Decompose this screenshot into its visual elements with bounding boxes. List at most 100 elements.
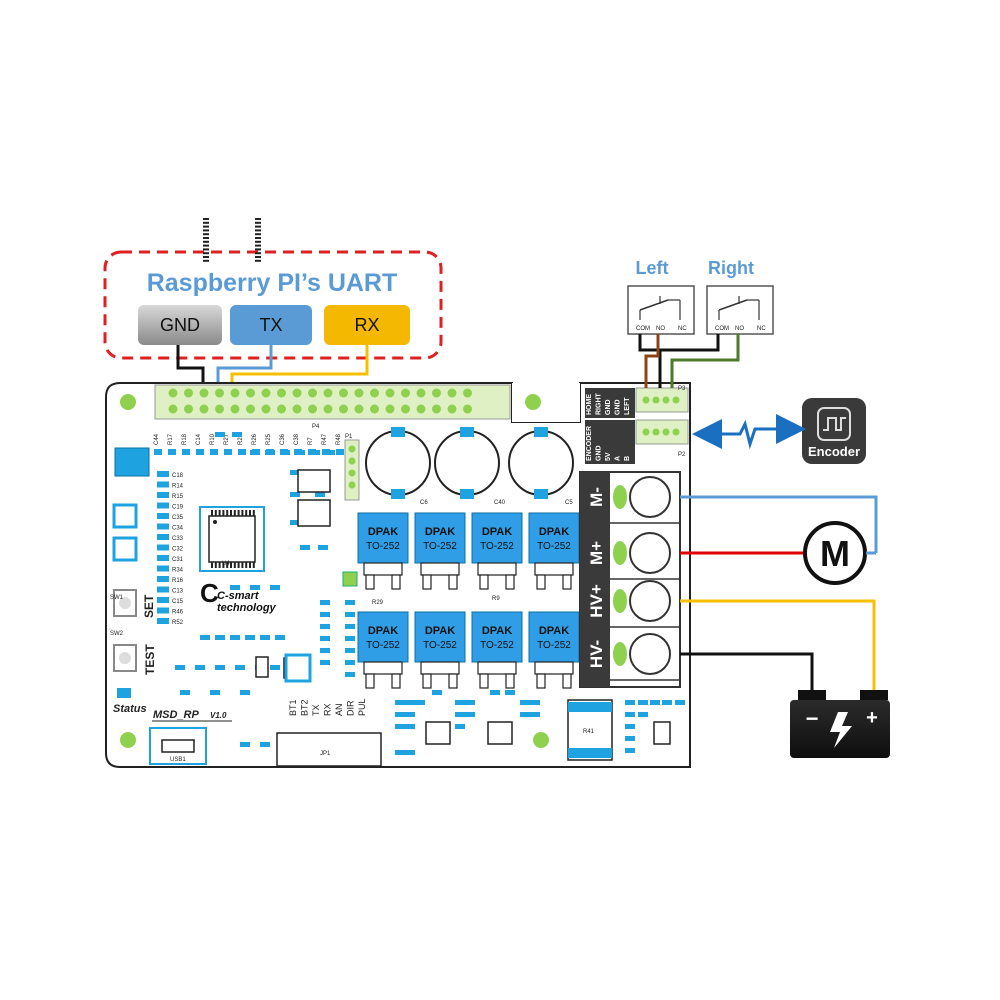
jp1-connector: [276, 732, 382, 767]
smd-pad: [650, 700, 660, 705]
smd-pad: [520, 700, 530, 705]
left-ref-pad: [157, 523, 169, 530]
smd-pad: [235, 665, 245, 670]
gpio-pin: [199, 388, 209, 398]
mosfet-package: DPAK: [425, 625, 455, 637]
gpio-pin: [401, 388, 410, 398]
gpio-pin: [246, 404, 255, 414]
brand-logo: C C-smart technology: [200, 578, 277, 614]
mosfet-dpak: DPAK TO-252: [414, 611, 466, 689]
rx-pin-box: [324, 305, 410, 345]
limit-pin-label: HOME: [586, 394, 593, 415]
sw-ic-2: [112, 536, 138, 562]
mosfet-package: DPAK: [482, 526, 512, 538]
smd-pad: [345, 612, 355, 617]
io-pin-label: PUL: [357, 698, 367, 716]
gpio-pin: [323, 388, 333, 398]
terminal-label: HV-: [587, 640, 606, 668]
gpio-pin: [370, 404, 379, 414]
smd-pad: [180, 690, 190, 695]
left-ref-label: R34: [172, 568, 184, 574]
right-switch-label: Right: [708, 258, 754, 278]
gpio-pin: [292, 404, 302, 414]
switch-wires: [638, 334, 740, 388]
limit-pin-label: GND: [605, 399, 612, 415]
left-ref-pad: [157, 471, 169, 477]
r41-ref: R41: [583, 729, 595, 735]
left-ref-pad: [157, 597, 169, 603]
top-ref-label: R27: [224, 433, 230, 445]
c6-ref: C6: [420, 500, 428, 506]
smd-pad: [310, 450, 320, 455]
tx-pin-label: TX: [259, 315, 282, 335]
left-limit-wire: [644, 334, 660, 388]
brand-name: C-smart: [217, 590, 260, 602]
battery-minus: −: [806, 706, 819, 731]
gpio-pin: [354, 388, 364, 398]
left-ref-pad: [157, 618, 169, 624]
left-ref-pad: [157, 586, 169, 593]
gpio-pin: [447, 404, 457, 414]
gnd-wire: [176, 345, 205, 394]
smd-pad: [320, 660, 330, 665]
terminal-label: HV+: [587, 584, 606, 618]
gpio-pin: [230, 404, 240, 414]
left-ref-label: R16: [172, 578, 184, 584]
p2-ref: P2: [678, 452, 686, 458]
smd-pad: [240, 742, 250, 747]
smd-pad: [250, 585, 260, 590]
mosfet-type: TO-252: [423, 640, 457, 651]
smd-pad: [215, 665, 225, 670]
u4-ref: U4: [222, 561, 230, 567]
left-ref-pad: [157, 534, 169, 540]
left-ref-label: C34: [172, 526, 184, 532]
smd-pad: [490, 690, 500, 695]
gpio-pin: [261, 388, 271, 398]
top-ref-pad: [168, 449, 176, 455]
smd-pad: [232, 432, 242, 437]
left-nc-label: NC: [678, 326, 687, 332]
motor: M: [803, 521, 876, 585]
smd-pad: [290, 520, 300, 525]
top-ref-label: R18: [182, 433, 188, 445]
smd-pad: [230, 585, 240, 590]
gpio-pin: [354, 404, 364, 414]
mosfet-type: TO-252: [366, 640, 400, 651]
terminal-pad: [613, 541, 627, 565]
left-ref-pad: [157, 607, 169, 614]
smd-pad: [265, 450, 275, 455]
smd-pad: [260, 635, 270, 640]
right-nc-label: NC: [757, 326, 766, 332]
smd-pad: [520, 712, 530, 717]
smd-pad: [290, 470, 300, 475]
encoder-pin-label: A: [615, 456, 622, 461]
smd-pad: [260, 742, 270, 747]
motor-icon: [803, 521, 867, 585]
left-ref-pad: [157, 544, 169, 551]
mosfet-type: TO-252: [537, 640, 571, 651]
gpio-pin: [401, 404, 410, 414]
rx-pin-label: RX: [354, 315, 379, 335]
mounting-hole: [120, 394, 136, 410]
left-ref-label: C33: [172, 536, 184, 542]
smd-pad: [320, 636, 330, 641]
smd-pad: [662, 700, 672, 705]
top-ref-label: R10: [210, 433, 216, 445]
left-ref-label: C15: [172, 599, 184, 605]
jp1-ref: JP1: [320, 751, 331, 757]
smd-pad: [250, 450, 260, 455]
c40-ref: C40: [494, 500, 506, 506]
terminal-screw: [629, 633, 671, 675]
smd-pad: [638, 712, 648, 717]
top-ref-label: R26: [252, 433, 258, 445]
hv-plus-wire: [680, 599, 876, 690]
smd-pad: [320, 612, 330, 617]
smd-pad: [345, 624, 355, 629]
brand-sub: technology: [217, 602, 277, 614]
left-ref-pad: [157, 481, 169, 488]
top-ref-label: R7: [308, 437, 314, 445]
sw1-label: SW1: [110, 595, 124, 601]
